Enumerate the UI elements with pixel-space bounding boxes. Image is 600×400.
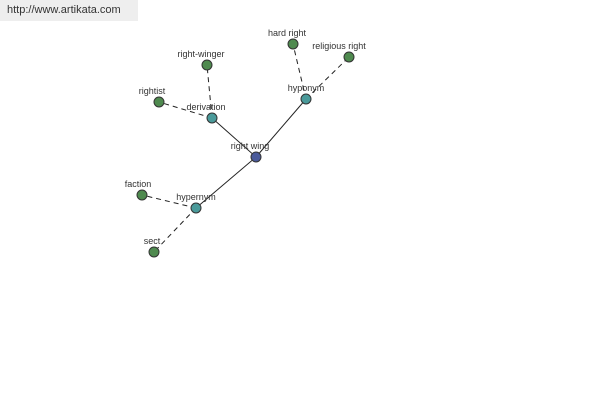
edge-right-wing-hyponym	[255, 98, 307, 158]
node-label-right-winger: right-winger	[177, 49, 224, 59]
node-label-hyponym: hyponym	[288, 83, 325, 93]
node-derivation[interactable]	[206, 112, 218, 124]
node-label-hard-right: hard right	[268, 28, 307, 38]
node-faction[interactable]	[136, 189, 148, 201]
node-hyponym[interactable]	[300, 93, 312, 105]
edges-layer	[141, 43, 350, 253]
node-right-wing[interactable]	[250, 151, 262, 163]
node-right-winger[interactable]	[201, 59, 213, 71]
source-link[interactable]: http://www.artikata.com	[7, 4, 121, 16]
edge-hyponym-religious-right	[305, 56, 350, 100]
node-label-faction: faction	[125, 179, 152, 189]
node-label-religious-right: religious right	[312, 41, 366, 51]
node-sect[interactable]	[148, 246, 160, 258]
node-label-rightist: rightist	[139, 86, 166, 96]
edge-hypernym-faction	[141, 194, 197, 209]
source-banner: http://www.artikata.com	[0, 0, 138, 21]
node-rightist[interactable]	[153, 96, 165, 108]
edge-derivation-rightist	[158, 101, 213, 119]
node-label-derivation: derivation	[186, 102, 225, 112]
edge-right-wing-hypernym	[195, 156, 257, 209]
node-religious-right[interactable]	[343, 51, 355, 63]
node-hypernym[interactable]	[190, 202, 202, 214]
nodes-layer	[136, 38, 355, 258]
node-label-sect: sect	[144, 236, 161, 246]
labels-layer: right wing derivation hyponym hypernym right…	[125, 28, 367, 246]
node-hard-right[interactable]	[287, 38, 299, 50]
edge-right-wing-derivation	[211, 117, 257, 158]
node-label-hypernym: hypernym	[176, 192, 216, 202]
edge-hypernym-sect	[153, 207, 197, 253]
node-label-right-wing: right wing	[231, 141, 270, 151]
edge-hyponym-hard-right	[292, 43, 307, 100]
